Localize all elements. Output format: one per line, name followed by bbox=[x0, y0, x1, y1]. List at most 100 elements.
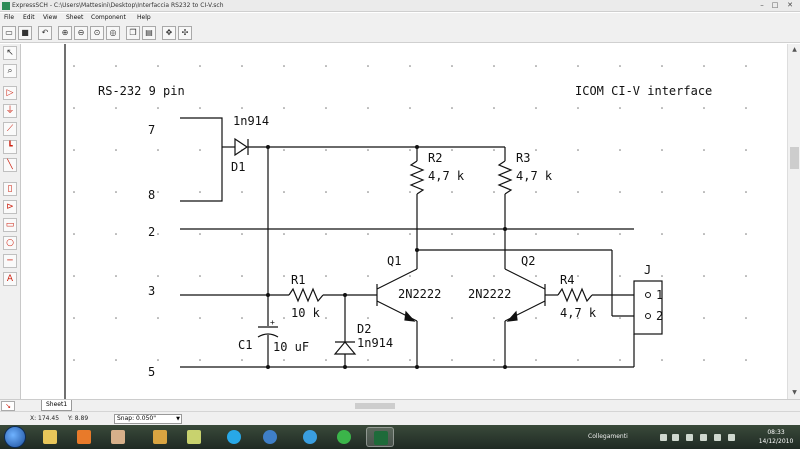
junction-dot bbox=[503, 365, 507, 369]
grid-dot bbox=[283, 275, 285, 277]
cursor-y: Y: 8.89 bbox=[68, 415, 89, 422]
grid-dot bbox=[409, 233, 411, 235]
skype-icon[interactable] bbox=[220, 427, 248, 447]
grid-dot bbox=[367, 191, 369, 193]
grid-dot bbox=[493, 233, 495, 235]
save-icon[interactable]: ■ bbox=[18, 26, 32, 40]
grid-dot bbox=[745, 275, 747, 277]
grid-dot bbox=[367, 149, 369, 151]
grid-dot bbox=[409, 359, 411, 361]
thunderbird-icon[interactable] bbox=[256, 427, 284, 447]
close-button[interactable]: ✕ bbox=[787, 1, 793, 9]
grid-dot bbox=[157, 359, 159, 361]
circle-icon[interactable]: ○ bbox=[3, 236, 17, 250]
text-icon[interactable]: A bbox=[3, 272, 17, 286]
grid-dot bbox=[115, 359, 117, 361]
q2-value: 2N2222 bbox=[468, 287, 511, 301]
clock[interactable]: 08:33 14/12/2010 bbox=[756, 428, 796, 446]
copy-icon[interactable]: ❐ bbox=[126, 26, 140, 40]
zoom-tool-icon[interactable]: ⌕ bbox=[3, 64, 17, 78]
minimize-button[interactable]: – bbox=[760, 1, 764, 9]
start-button[interactable] bbox=[4, 426, 26, 448]
grid-dot bbox=[73, 149, 75, 151]
pin7-8-wire bbox=[180, 117, 223, 202]
tray-network-icon[interactable] bbox=[686, 434, 693, 441]
media-player-icon[interactable] bbox=[70, 427, 98, 447]
grid-dot bbox=[577, 107, 579, 109]
snap-value: Snap: 0.050" bbox=[117, 415, 156, 422]
r1-value: 10 k bbox=[291, 306, 321, 320]
menu-edit[interactable]: Edit bbox=[23, 14, 35, 21]
grid-dot bbox=[619, 317, 621, 319]
menu-view[interactable]: View bbox=[43, 14, 58, 21]
q2-arrow bbox=[506, 310, 518, 322]
office-icon[interactable] bbox=[180, 427, 208, 447]
pin-icon[interactable]: ─ bbox=[3, 254, 17, 268]
scroll-down-icon[interactable]: ▼ bbox=[792, 389, 797, 396]
grid-dot bbox=[745, 65, 747, 67]
j-connector bbox=[633, 280, 663, 335]
junction-dot bbox=[266, 293, 270, 297]
zoom-out-icon[interactable]: ⊖ bbox=[74, 26, 88, 40]
ground-icon[interactable]: ⏚ bbox=[3, 104, 17, 118]
tray-wifi-icon[interactable] bbox=[700, 434, 707, 441]
junction-dot bbox=[415, 248, 419, 252]
grid-dot bbox=[199, 275, 201, 277]
grid-dot bbox=[577, 359, 579, 361]
zoom-area-icon[interactable]: ◎ bbox=[106, 26, 120, 40]
wire-icon[interactable]: ⟋ bbox=[3, 122, 17, 136]
module-icon[interactable]: ⊳ bbox=[3, 200, 17, 214]
junction-icon[interactable]: ╲ bbox=[3, 158, 17, 172]
grid-dot bbox=[661, 359, 663, 361]
zoom-in-icon[interactable]: ⊕ bbox=[58, 26, 72, 40]
maximize-button[interactable]: □ bbox=[771, 1, 779, 9]
tray-flag-icon[interactable] bbox=[660, 434, 667, 441]
paint-icon[interactable] bbox=[104, 427, 132, 447]
r4-symbol bbox=[557, 287, 593, 303]
tray-app-icon[interactable] bbox=[672, 434, 679, 441]
grid-dot bbox=[199, 65, 201, 67]
undo-icon[interactable]: ↶ bbox=[38, 26, 52, 40]
status-bar: X: 174.45 Y: 8.89 Snap: 0.050" ▼ bbox=[0, 411, 800, 425]
ie-icon[interactable] bbox=[296, 427, 324, 447]
bus-icon[interactable]: ┗ bbox=[3, 140, 17, 154]
grid-dot bbox=[745, 149, 747, 151]
line-icon[interactable]: ▯ bbox=[3, 182, 17, 196]
tray-volume-icon[interactable] bbox=[728, 434, 735, 441]
menu-file[interactable]: File bbox=[4, 14, 15, 21]
component-icon[interactable]: ▷ bbox=[3, 86, 17, 100]
menu-sheet[interactable]: Sheet bbox=[66, 14, 84, 21]
grid-dot bbox=[157, 65, 159, 67]
move-icon[interactable]: ✣ bbox=[178, 26, 192, 40]
scroll-up-icon[interactable]: ▲ bbox=[792, 46, 797, 53]
open-icon[interactable]: ▭ bbox=[2, 26, 16, 40]
sheet-nav-icon[interactable]: ↘ bbox=[1, 401, 15, 411]
zoom-fit-icon[interactable]: ⊙ bbox=[90, 26, 104, 40]
grid-dot bbox=[451, 149, 453, 151]
grid-dot bbox=[325, 149, 327, 151]
horizontal-scroll-thumb[interactable] bbox=[355, 403, 395, 409]
grid-dot bbox=[661, 65, 663, 67]
snap-select[interactable]: Snap: 0.050" ▼ bbox=[114, 414, 182, 424]
vertical-scrollbar[interactable]: ▲ ▼ bbox=[787, 44, 800, 399]
explorer-icon[interactable] bbox=[36, 427, 64, 447]
green-app-icon[interactable] bbox=[330, 427, 358, 447]
expresssch-icon[interactable] bbox=[366, 427, 394, 447]
select-icon[interactable]: ↖ bbox=[3, 46, 17, 60]
grid-dot bbox=[703, 359, 705, 361]
grid-dot bbox=[661, 107, 663, 109]
paste-icon[interactable]: ▤ bbox=[142, 26, 156, 40]
sheet-tab[interactable]: Sheet1 bbox=[41, 400, 73, 411]
tray-battery-icon[interactable] bbox=[714, 434, 721, 441]
menu-component[interactable]: Component bbox=[91, 14, 126, 21]
grid-dot bbox=[367, 65, 369, 67]
schematic-canvas[interactable]: RS-232 9 pin ICOM CI-V interface 7 8 2 3… bbox=[22, 44, 786, 399]
r1-label: R1 bbox=[291, 273, 305, 287]
q1-label: Q1 bbox=[387, 254, 401, 268]
gallery-icon[interactable] bbox=[146, 427, 174, 447]
scroll-thumb[interactable] bbox=[790, 147, 799, 169]
port-icon[interactable]: ▭ bbox=[3, 218, 17, 232]
grid-dot bbox=[661, 233, 663, 235]
pan-icon[interactable]: ✥ bbox=[162, 26, 176, 40]
menu-help[interactable]: Help bbox=[137, 14, 151, 21]
